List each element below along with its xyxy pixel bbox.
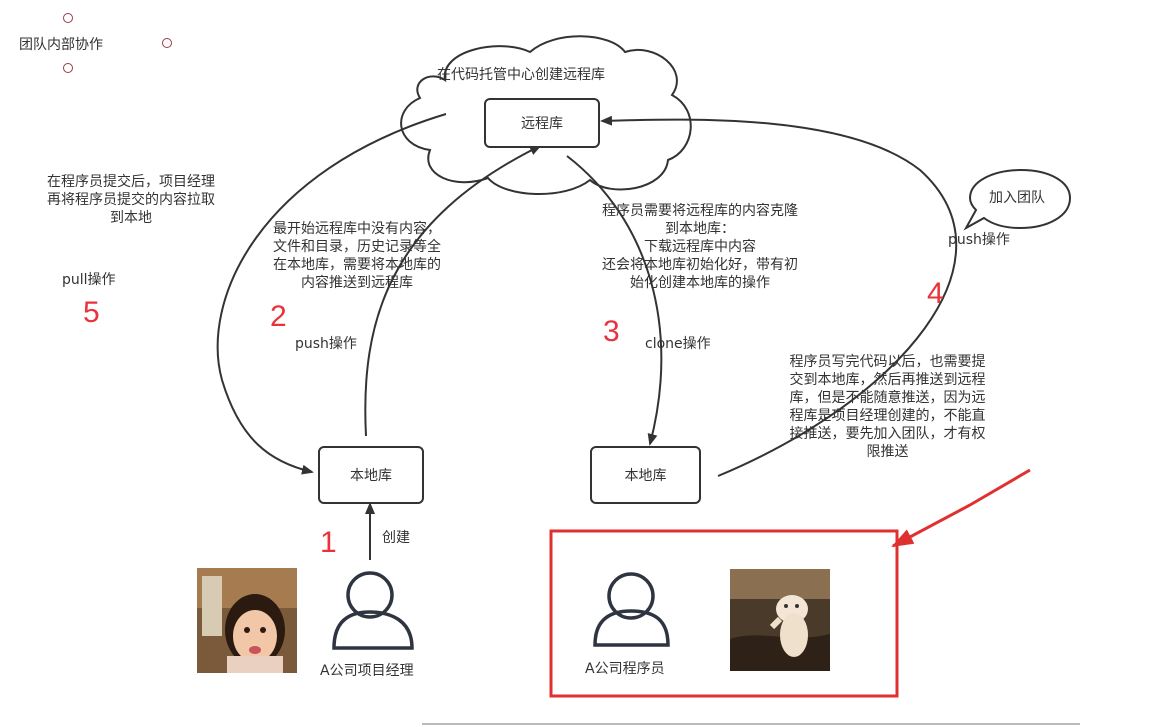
remote-repo-box[interactable]: 远程库: [484, 98, 600, 148]
clone-arrow: [566, 155, 663, 446]
cloud-label: 在代码托管中心创建远程库: [437, 67, 605, 83]
programmer-desc-line: 交到本地库，然后再推送到远程: [789, 372, 986, 388]
clone-description: 程序员需要将远程库的内容克隆 到本地库： 下载远程库中内容 还会将本地库初始化好…: [580, 202, 820, 292]
push-desc-line: 内容推送到远程库: [301, 275, 413, 291]
pull-description: 在程序员提交后，项目经理 再将程序员提交的内容拉取 到本地: [26, 173, 236, 227]
remote-repo-label: 远程库: [521, 116, 563, 132]
push-desc-line: 最开始远程库中没有内容，: [273, 221, 441, 237]
programmer-photo: [730, 569, 830, 671]
red-pointer-arrow: [891, 468, 1031, 548]
push-arrow-programmer: [600, 115, 958, 477]
push-arrow-manager: [364, 145, 542, 437]
join-team-label: 加入团队: [989, 190, 1045, 206]
push-desc-line: 文件和目录，历史记录等全: [273, 239, 441, 255]
person-icon-manager: [332, 571, 414, 650]
programmer-label: A公司程序员: [585, 661, 665, 677]
programmer-desc-line: 库，但是不能随意推送，因为远: [789, 390, 986, 406]
step-number-2: 2: [270, 300, 287, 333]
programmer-desc-line: 接推送，要先加入团队，才有权: [789, 426, 986, 442]
clone-desc-line: 始化创建本地库的操作: [630, 275, 770, 291]
push-operation-label: push操作: [295, 336, 357, 352]
programmer-desc-line: 限推送: [866, 444, 909, 460]
pull-operation-label: pull操作: [62, 272, 116, 288]
clone-desc-line: 到本地库：: [665, 221, 735, 237]
manager-photo: [197, 568, 297, 673]
mindmap-handle-top[interactable]: [63, 13, 73, 23]
mindmap-handle-right[interactable]: [162, 38, 172, 48]
person-icon-programmer: [593, 572, 670, 647]
pull-desc-line: 到本地: [110, 210, 152, 226]
push-desc-line: 在本地库，需要将本地库的: [273, 257, 441, 273]
local-repo-label-programmer: 本地库: [624, 468, 667, 484]
mindmap-topic[interactable]: 团队内部协作: [19, 37, 103, 53]
clone-desc-line: 程序员需要将远程库的内容克隆: [602, 203, 798, 219]
step-number-3: 3: [603, 315, 620, 348]
programmer-highlight-box: [549, 529, 899, 698]
mindmap-handle-bottom[interactable]: [63, 63, 73, 73]
join-bubble-shape: [963, 168, 1072, 231]
pull-desc-line: 在程序员提交后，项目经理: [47, 174, 215, 190]
clone-operation-label: clone操作: [645, 336, 711, 352]
create-label: 创建: [382, 530, 410, 546]
step-number-5: 5: [83, 296, 100, 329]
step-number-1: 1: [320, 526, 337, 559]
programmer-desc-line: 程序员写完代码以后，也需要提: [789, 354, 986, 370]
clone-desc-line: 下载远程库中内容: [644, 239, 756, 255]
pull-arrow: [216, 113, 447, 475]
step-number-4: 4: [927, 277, 944, 310]
manager-label: A公司项目经理: [320, 663, 414, 679]
local-repo-box-manager[interactable]: 本地库: [318, 446, 424, 504]
push-description: 最开始远程库中没有内容， 文件和目录，历史记录等全 在本地库，需要将本地库的 内…: [252, 220, 462, 292]
pull-desc-line: 再将程序员提交的内容拉取: [47, 192, 215, 208]
local-repo-box-programmer[interactable]: 本地库: [590, 446, 701, 504]
programmer-description: 程序员写完代码以后，也需要提 交到本地库，然后再推送到远程 库，但是不能随意推送…: [770, 353, 1005, 461]
programmer-desc-line: 程库是项目经理创建的，不能直: [789, 408, 986, 424]
clone-desc-line: 还会将本地库初始化好，带有初: [602, 257, 798, 273]
push-operation-label-2: push操作: [948, 232, 1010, 248]
local-repo-label-manager: 本地库: [350, 468, 392, 484]
